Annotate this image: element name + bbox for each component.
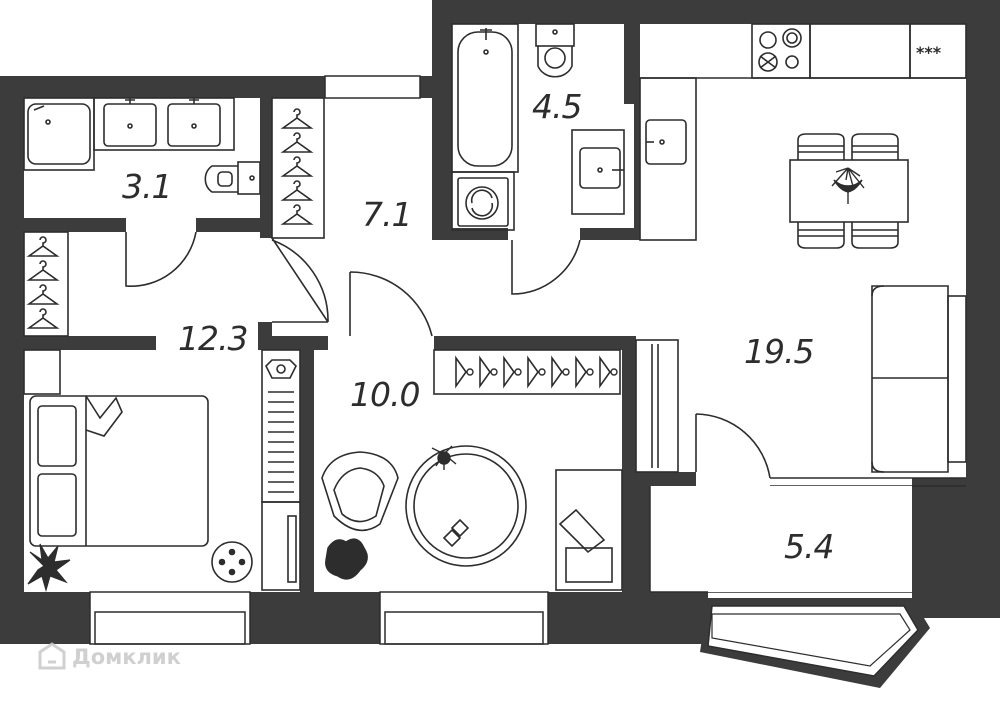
watermark-text: Домклик — [72, 645, 181, 669]
kitchen-fixtures — [635, 23, 967, 473]
bedroom-plants — [325, 445, 457, 580]
watermark-logo-mark — [38, 642, 66, 670]
bathroom-fixtures — [451, 23, 625, 231]
room-area-hall: 12.3 — [178, 319, 248, 358]
left-bedroom-plant — [27, 543, 71, 593]
doors — [125, 231, 771, 479]
walls — [0, 0, 1000, 644]
kitchen-table-plant — [831, 167, 865, 204]
room-area-bedroom: 10.0 — [350, 375, 420, 414]
bedroom-furniture — [321, 445, 623, 591]
svg-text:***: *** — [916, 43, 942, 62]
small-bathroom-fixtures — [23, 97, 261, 195]
balcony-bay — [700, 486, 930, 688]
room-area-living-kitchen: 19.5 — [744, 332, 814, 371]
room-area-balcony: 5.4 — [784, 527, 834, 566]
left-bedroom-furniture — [23, 349, 301, 591]
room-area-corridor: 7.1 — [362, 195, 412, 234]
room-area-small-bathroom: 3.1 — [122, 167, 172, 206]
corridor-wardrobe — [271, 97, 325, 239]
bedroom-wardrobe — [433, 349, 621, 395]
hall-wardrobe — [23, 231, 69, 337]
cooktop-stars: *** — [916, 43, 942, 62]
room-area-bathroom: 4.5 — [532, 87, 582, 126]
